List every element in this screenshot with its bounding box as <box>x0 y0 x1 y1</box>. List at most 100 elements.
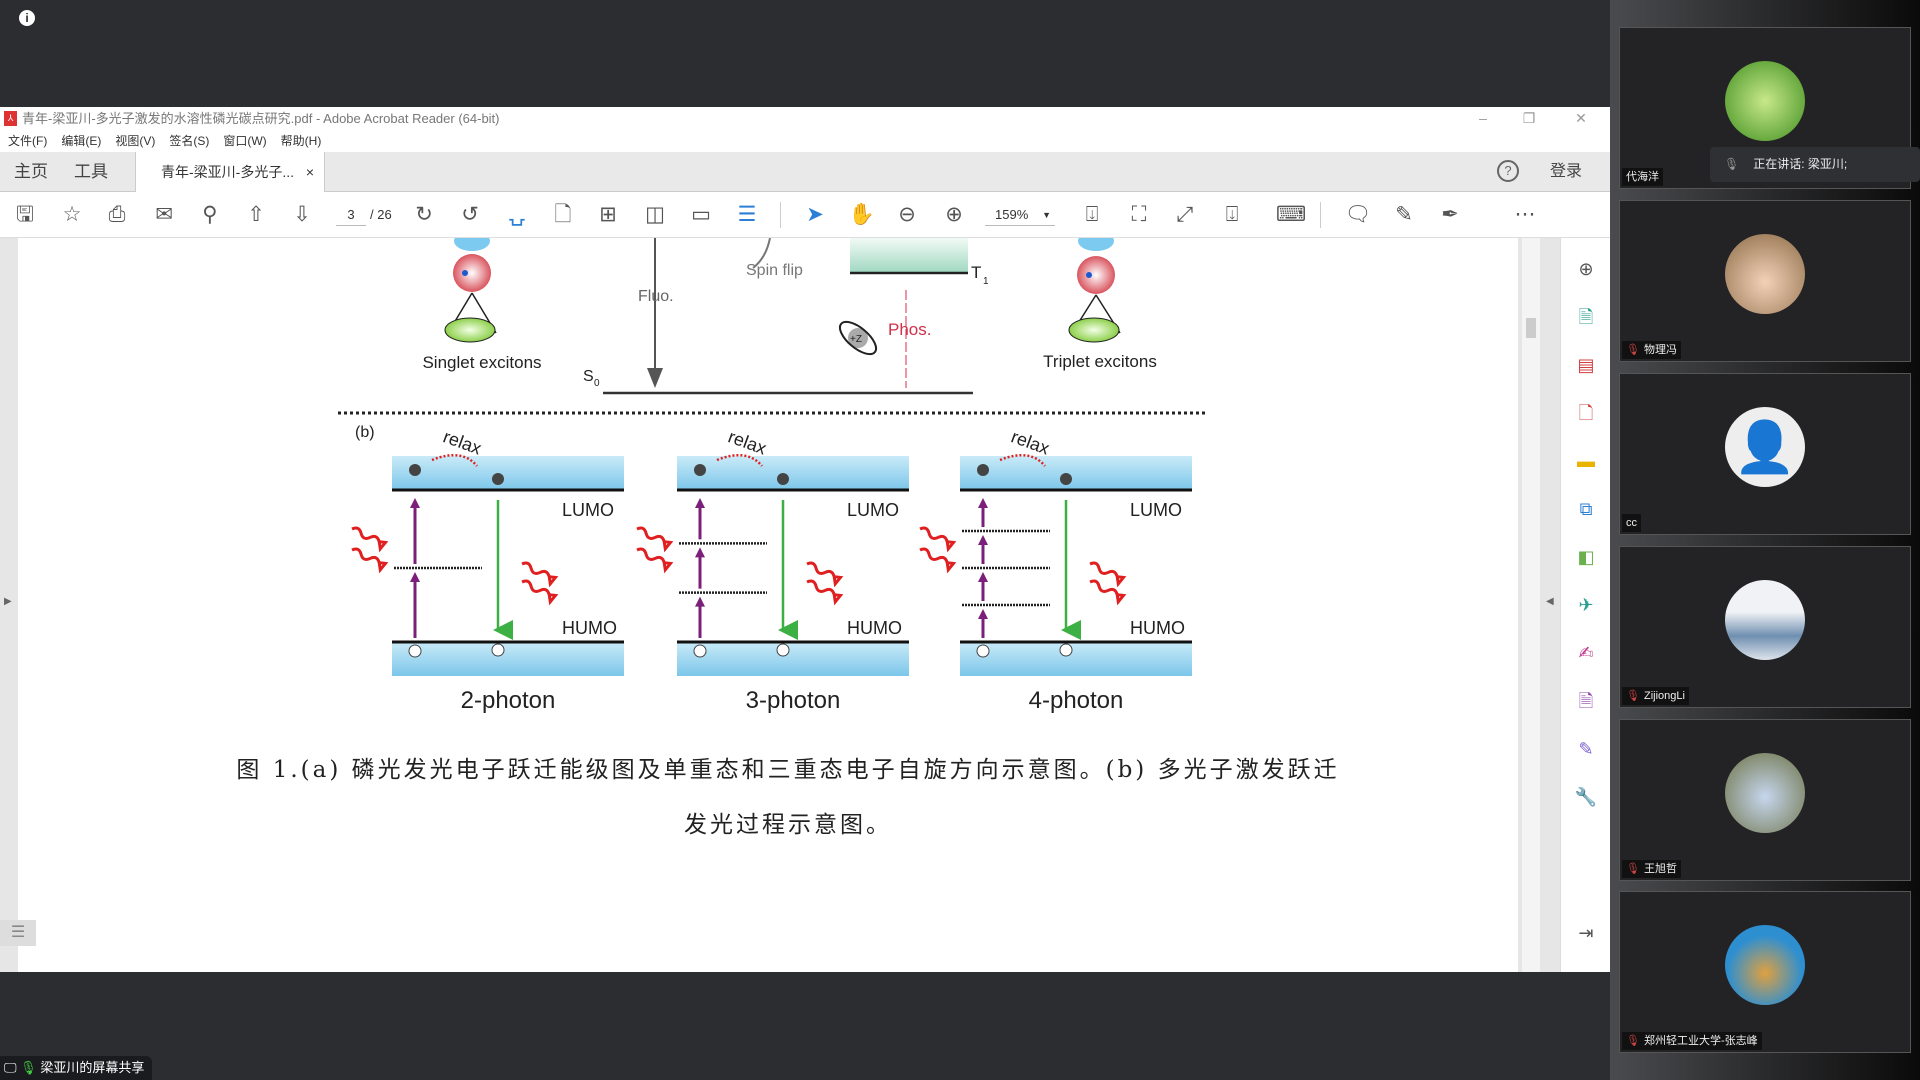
t1-subscript: 1 <box>983 276 989 287</box>
hand-tool-icon[interactable]: ✋ <box>848 203 876 226</box>
tab-tools[interactable]: 工具 <box>74 162 108 181</box>
minimize-button[interactable]: – <box>1479 110 1487 126</box>
close-button[interactable]: ✕ <box>1575 110 1587 126</box>
photon-wave-icon <box>806 579 844 606</box>
zoom-in-icon[interactable]: ⊕ <box>945 203 963 226</box>
window-title: 青年-梁亚川-多光子激发的水溶性磷光碳点研究.pdf - Adobe Acrob… <box>22 111 500 126</box>
help-icon[interactable]: ? <box>1497 160 1519 182</box>
mic-active-icon: 🎙 <box>20 1060 37 1075</box>
photon-wave-icon <box>636 547 674 574</box>
menu-sign[interactable]: 签名(S) <box>169 134 210 148</box>
hole <box>693 644 707 658</box>
single-page-icon[interactable]: 🗋 <box>554 203 572 226</box>
compare-files-icon[interactable]: ◧ <box>1577 547 1595 567</box>
zoom-select[interactable]: 159%▼ <box>985 204 1055 226</box>
save-icon[interactable]: 🖫 <box>16 203 34 226</box>
screen-share-icon: 🖵 <box>4 1060 17 1075</box>
email-icon[interactable]: ✉ <box>155 203 173 226</box>
tab-home[interactable]: 主页 <box>14 162 48 181</box>
select-cursor-icon[interactable]: ➤ <box>806 203 824 226</box>
full-screen-icon[interactable]: ⤢ <box>1176 203 1194 226</box>
participant-name: cc <box>1622 514 1641 532</box>
more-icon[interactable]: ⋯ <box>1514 203 1536 226</box>
create-pdf-icon[interactable]: 🗋 <box>1578 403 1594 423</box>
avatar <box>1725 580 1805 660</box>
vertical-scrollbar[interactable] <box>1522 238 1540 972</box>
left-panel-toggle-icon[interactable]: ▶ <box>4 596 12 607</box>
participant-name-tag: 🎙ZijiongLi <box>1622 687 1689 705</box>
more-tools-icon[interactable]: 🔧 <box>1574 787 1598 807</box>
comment-tool-icon[interactable]: ▬ <box>1577 451 1595 471</box>
two-page-scroll-icon[interactable]: ⊞ <box>599 203 617 226</box>
s0-subscript: 0 <box>594 378 600 389</box>
zoom-out-icon[interactable]: ⊖ <box>898 203 916 226</box>
page-fit-dropdown-icon[interactable]: ⍗ <box>1225 203 1239 226</box>
right-pane-toggle-icon[interactable]: ◀ <box>1546 596 1554 607</box>
mic-muted-icon: 🎙 <box>1626 863 1640 875</box>
participant-tile[interactable]: 🎙王旭哲 <box>1619 719 1911 881</box>
menu-view[interactable]: 视图(V) <box>115 134 156 148</box>
edit-pdf-icon[interactable]: 🗎 <box>1578 691 1594 711</box>
tab-close-icon[interactable]: × <box>305 164 315 180</box>
hole <box>776 643 790 657</box>
navigation-pane-button[interactable]: ☰ <box>0 920 36 946</box>
avatar <box>1725 925 1805 1005</box>
participant-tile[interactable]: 👤cc <box>1619 373 1911 535</box>
two-page-icon[interactable]: ◫ <box>645 203 665 226</box>
page-number-input[interactable]: 3 <box>336 204 366 226</box>
combine-files-icon[interactable]: ⧉ <box>1579 499 1593 519</box>
next-page-icon[interactable]: ⇩ <box>293 203 311 226</box>
fit-page-icon[interactable]: ⛶ <box>1131 203 1147 226</box>
avatar <box>1725 234 1805 314</box>
photon-wave-icon <box>919 547 957 574</box>
fit-width-icon[interactable]: ⍗ <box>1085 203 1099 226</box>
menu-edit[interactable]: 编辑(E) <box>61 134 102 148</box>
prev-page-icon[interactable]: ⇧ <box>247 203 265 226</box>
collapse-pane-icon[interactable]: ⇥ <box>1578 923 1594 943</box>
highlight-pen-icon[interactable]: ✎ <box>1395 203 1413 226</box>
singlet-exciton-graphic <box>444 238 497 343</box>
hole <box>976 644 990 658</box>
photon-wave-icon <box>806 561 844 588</box>
organize-pages-icon[interactable]: ▤ <box>1577 355 1595 375</box>
participant-tile[interactable]: 🎙郑州轻工业大学-张志峰 <box>1619 891 1911 1053</box>
signature-icon[interactable]: ✎ <box>1578 739 1594 759</box>
scroll-mode-icon[interactable]: ⍽ <box>509 203 525 226</box>
participant-tile[interactable]: 🎙物理冯 <box>1619 200 1911 362</box>
print-icon[interactable]: ⎙ <box>108 203 126 226</box>
fill-sign-icon[interactable]: ✍ <box>1578 643 1594 663</box>
electron <box>694 464 706 476</box>
sign-icon[interactable]: ✒ <box>1441 203 1459 226</box>
hole <box>408 644 422 658</box>
restore-button[interactable]: ❐ <box>1522 110 1536 126</box>
bookmark-star-icon[interactable]: ☆ <box>62 203 82 226</box>
zoom-search-icon[interactable]: ⊕ <box>1578 259 1594 279</box>
rotate-cw-icon[interactable]: ↻ <box>415 203 433 226</box>
participant-tile[interactable]: 🎙ZijiongLi <box>1619 546 1911 708</box>
menu-window[interactable]: 窗口(W) <box>223 134 267 148</box>
reading-mode-icon[interactable]: ☰ <box>737 203 757 226</box>
search-icon[interactable]: ⚲ <box>202 203 218 226</box>
export-pdf-icon[interactable]: 🗎 <box>1578 307 1594 327</box>
login-button[interactable]: 登录 <box>1550 163 1583 180</box>
avatar <box>1725 61 1805 141</box>
participant-name-tag: 🎙王旭哲 <box>1622 860 1681 878</box>
menu-help[interactable]: 帮助(H) <box>280 134 322 148</box>
lumo-label: LUMO <box>562 500 614 520</box>
electron <box>409 464 421 476</box>
rotate-ccw-icon[interactable]: ↺ <box>461 203 479 226</box>
part-b-label: (b) <box>355 424 375 441</box>
tab-document[interactable]: 青年-梁亚川-多光子... × <box>135 152 325 193</box>
menu-file[interactable]: 文件(F) <box>8 134 48 148</box>
comment-icon[interactable]: 🗨 <box>1344 203 1372 226</box>
pdf-icon: ⅄ <box>4 111 17 126</box>
scrollbar-thumb[interactable] <box>1526 318 1536 338</box>
acrobat-window: ⅄ 青年-梁亚川-多光子激发的水溶性磷光碳点研究.pdf - Adobe Acr… <box>0 107 1610 972</box>
keyboard-scroll-icon[interactable]: ⌨ <box>1276 203 1307 226</box>
info-icon[interactable]: i <box>19 10 35 26</box>
presentation-icon[interactable]: ▭ <box>691 203 711 226</box>
photon-wave-icon <box>1089 561 1127 588</box>
s0-label: S <box>583 368 594 385</box>
send-for-review-icon[interactable]: ✈ <box>1578 595 1594 615</box>
